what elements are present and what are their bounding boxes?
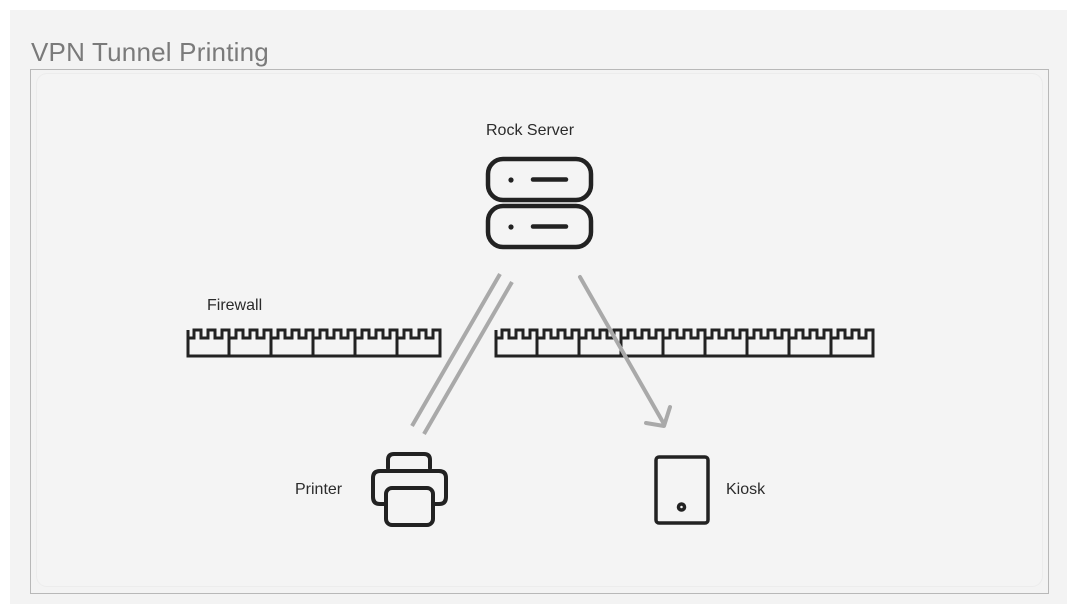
kiosk-label: Kiosk	[726, 481, 766, 498]
printer-label: Printer	[295, 481, 343, 498]
tablet-icon	[654, 455, 710, 525]
vpn-tunnel-connector	[410, 272, 514, 436]
server-label: Rock Server	[486, 122, 575, 139]
server-to-kiosk-arrow	[578, 275, 672, 428]
firewall-right	[494, 328, 875, 358]
server-icon	[485, 156, 594, 250]
server-led-dots	[508, 177, 514, 230]
page-title: VPN Tunnel Printing	[31, 37, 269, 67]
firewall-label: Firewall	[207, 297, 263, 314]
firewall-left	[186, 328, 442, 358]
printer-icon	[371, 452, 448, 527]
